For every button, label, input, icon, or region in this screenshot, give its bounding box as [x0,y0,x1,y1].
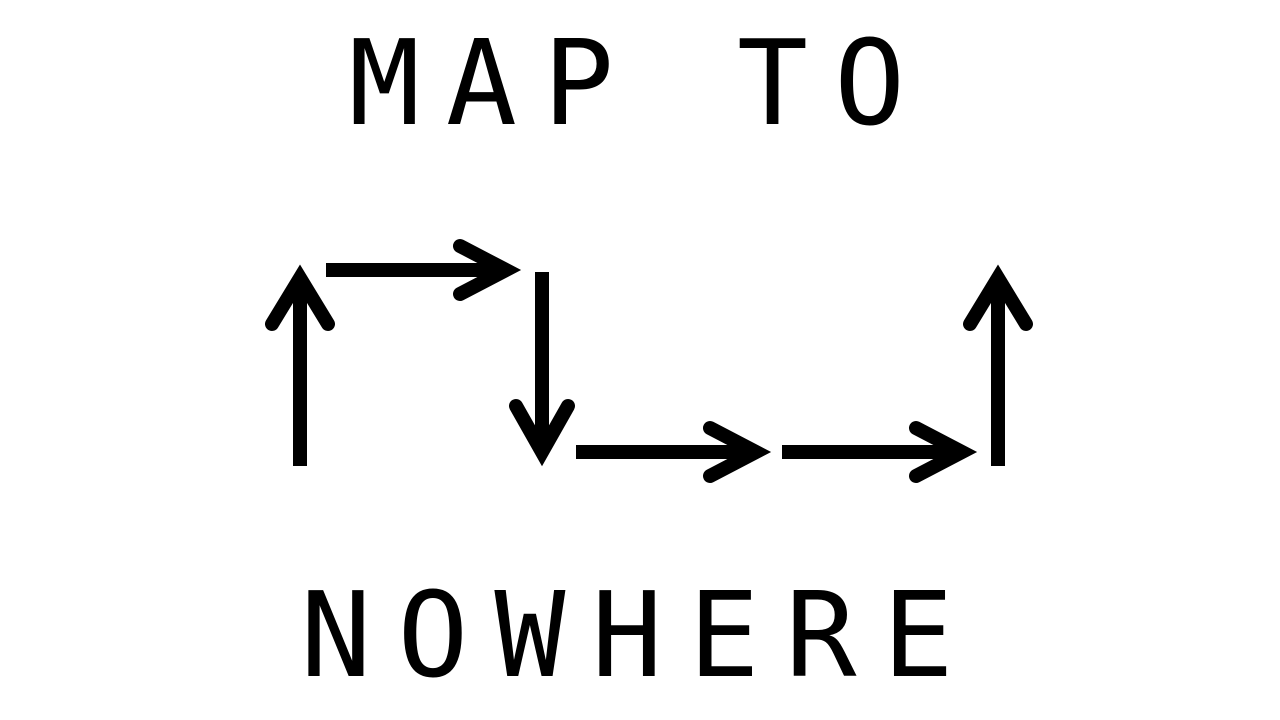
arrow-right-icon [326,239,522,301]
arrow-down-icon [509,272,575,467]
title-line-1: MAP TO [348,14,932,152]
arrow-right-icon [576,421,772,483]
arrow-right-icon [782,421,978,483]
title-line-2: NOWHERE [300,566,980,704]
arrow-up-icon [265,264,335,466]
arrow-up-icon [963,264,1033,466]
